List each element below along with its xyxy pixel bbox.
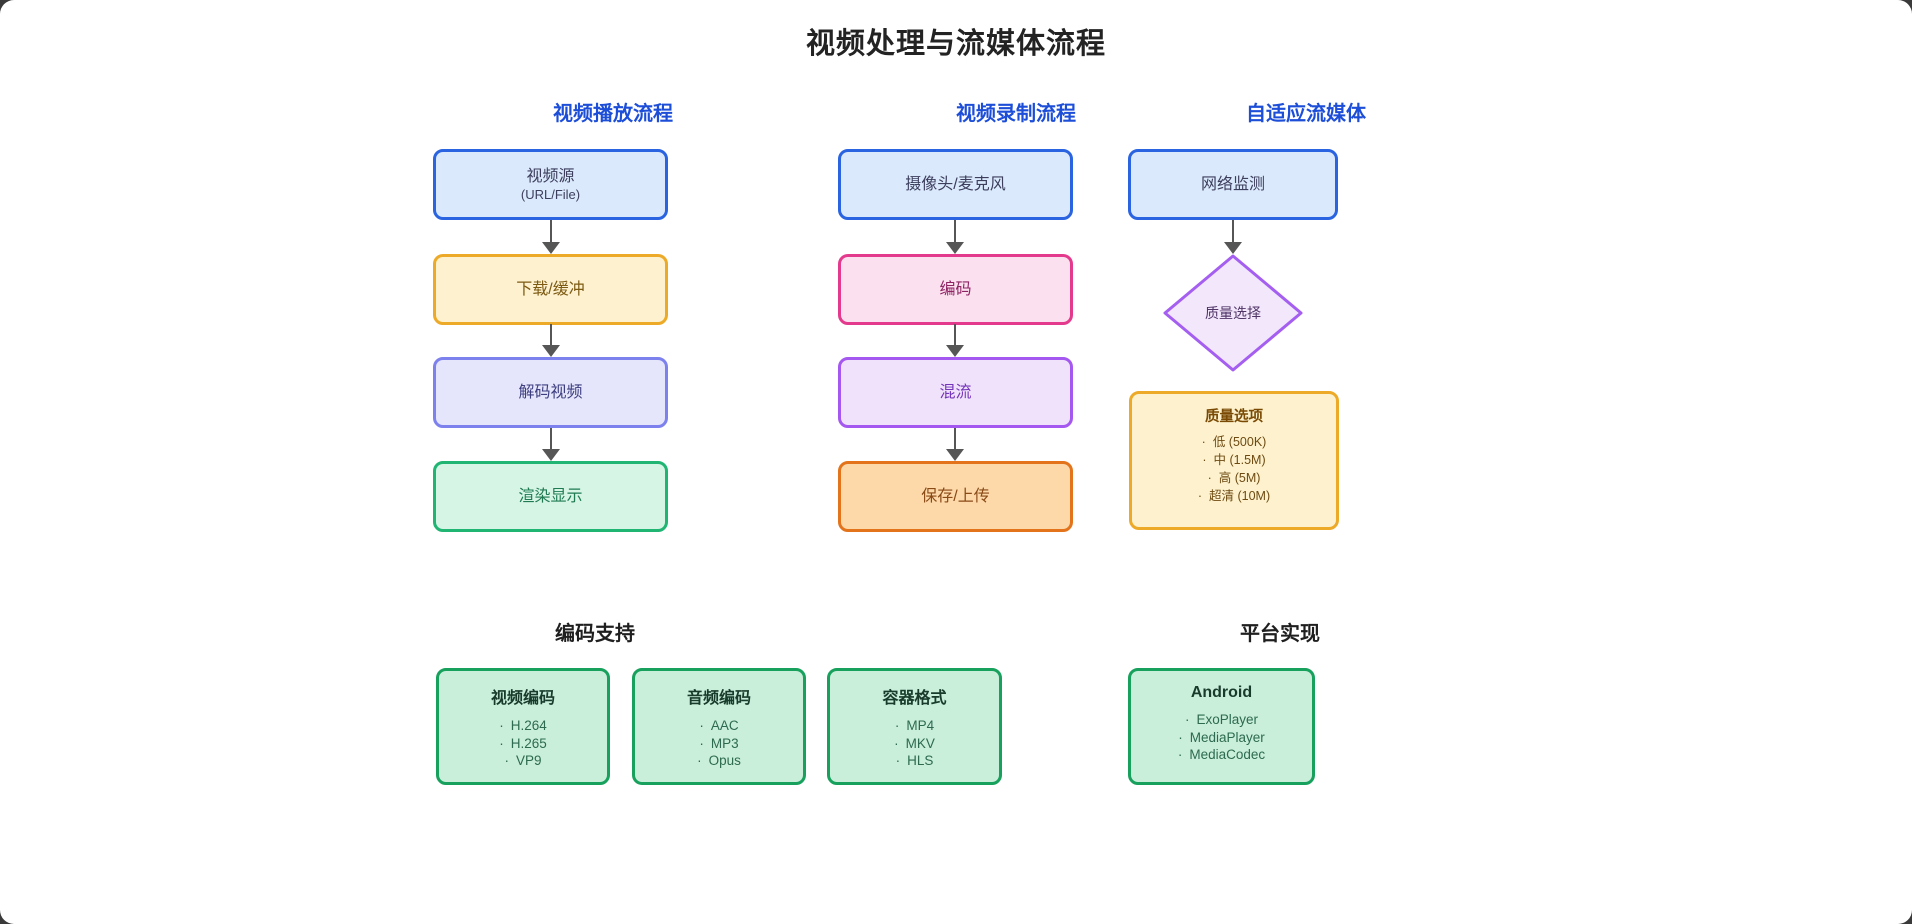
- format-item: MKV: [830, 735, 999, 753]
- quality-option-item: 超清 (10M): [1132, 487, 1336, 505]
- arrow-head: [542, 242, 560, 254]
- node-video-source-label: 视频源: [526, 167, 575, 185]
- arrow-head: [946, 345, 964, 357]
- card-video-codec: 视频编码 H.264 H.265 VP9: [436, 668, 610, 785]
- card-audio-codec: 音频编码 AAC MP3 Opus: [632, 668, 806, 785]
- page-title: 视频处理与流媒体流程: [805, 28, 1106, 60]
- arrow-stem: [549, 220, 553, 242]
- section-header-codecs: 编码支持: [555, 623, 635, 645]
- diamond-shape: [1163, 254, 1303, 372]
- node-mux-label: 混流: [939, 383, 972, 401]
- flow-header-playback: 视频播放流程: [553, 103, 673, 125]
- platform-item: ExoPlayer: [1131, 711, 1312, 729]
- format-item: HLS: [830, 752, 999, 770]
- arrow-down-icon: [1224, 220, 1242, 254]
- arrow-stem: [549, 428, 553, 449]
- arrow-down-icon: [542, 220, 560, 254]
- arrow-stem: [549, 324, 553, 345]
- codec-item: H.264: [439, 717, 607, 735]
- node-camera-mic-label: 摄像头/麦克风: [905, 175, 1006, 193]
- codec-item: H.265: [439, 735, 607, 753]
- node-download-buffer-label: 下载/缓冲: [516, 280, 585, 298]
- arrow-stem: [953, 220, 957, 242]
- node-camera-mic: 摄像头/麦克风: [838, 149, 1073, 220]
- arrow-head: [946, 242, 964, 254]
- arrow-head: [1224, 242, 1242, 254]
- flow-header-recording: 视频录制流程: [956, 103, 1076, 125]
- card-android: Android ExoPlayer MediaPlayer MediaCodec: [1128, 668, 1315, 785]
- codec-item: MP3: [635, 735, 803, 753]
- arrow-down-icon: [542, 324, 560, 357]
- section-header-platform: 平台实现: [1240, 623, 1320, 645]
- node-save-upload-label: 保存/上传: [921, 487, 990, 505]
- node-render-display-label: 渲染显示: [518, 487, 583, 505]
- codec-item: VP9: [439, 752, 607, 770]
- arrow-down-icon: [542, 428, 560, 461]
- node-mux: 混流: [838, 357, 1073, 428]
- node-render-display: 渲染显示: [433, 461, 668, 532]
- platform-item: MediaPlayer: [1131, 729, 1312, 747]
- node-network-monitor: 网络监测: [1128, 149, 1338, 220]
- node-save-upload: 保存/上传: [838, 461, 1073, 532]
- arrow-head: [946, 449, 964, 461]
- arrow-stem: [953, 428, 957, 449]
- node-encode-label: 编码: [939, 280, 972, 298]
- codec-item: AAC: [635, 717, 803, 735]
- card-quality-options: 质量选项 低 (500K) 中 (1.5M) 高 (5M) 超清 (10M): [1129, 391, 1339, 530]
- quality-option-item: 低 (500K): [1132, 433, 1336, 451]
- node-network-monitor-label: 网络监测: [1200, 175, 1265, 193]
- node-encode: 编码: [838, 254, 1073, 325]
- quality-option-item: 高 (5M): [1132, 469, 1336, 487]
- quality-option-item: 中 (1.5M): [1132, 451, 1336, 469]
- arrow-down-icon: [946, 324, 964, 357]
- arrow-down-icon: [946, 220, 964, 254]
- card-quality-options-title: 质量选项: [1205, 409, 1263, 425]
- codec-item: Opus: [635, 752, 803, 770]
- arrow-head: [542, 449, 560, 461]
- arrow-head: [542, 345, 560, 357]
- node-decode-video-label: 解码视频: [518, 383, 583, 401]
- node-decode-video: 解码视频: [433, 357, 668, 428]
- node-video-source: 视频源 (URL/File): [433, 149, 668, 220]
- flow-header-adaptive: 自适应流媒体: [1246, 103, 1366, 125]
- arrow-down-icon: [946, 428, 964, 461]
- decision-quality-select-label: 质量选择: [1205, 305, 1261, 321]
- card-video-codec-title: 视频编码: [490, 690, 555, 707]
- card-audio-codec-title: 音频编码: [686, 690, 751, 707]
- card-container-format: 容器格式 MP4 MKV HLS: [827, 668, 1002, 785]
- arrow-stem: [1231, 220, 1235, 242]
- arrow-stem: [953, 324, 957, 345]
- node-video-source-sublabel: (URL/File): [520, 186, 581, 202]
- card-container-format-title: 容器格式: [882, 690, 947, 707]
- node-download-buffer: 下载/缓冲: [433, 254, 668, 325]
- format-item: MP4: [830, 717, 999, 735]
- card-android-title: Android: [1190, 684, 1253, 701]
- decision-quality-select: 质量选择: [1162, 254, 1304, 372]
- platform-item: MediaCodec: [1131, 746, 1312, 764]
